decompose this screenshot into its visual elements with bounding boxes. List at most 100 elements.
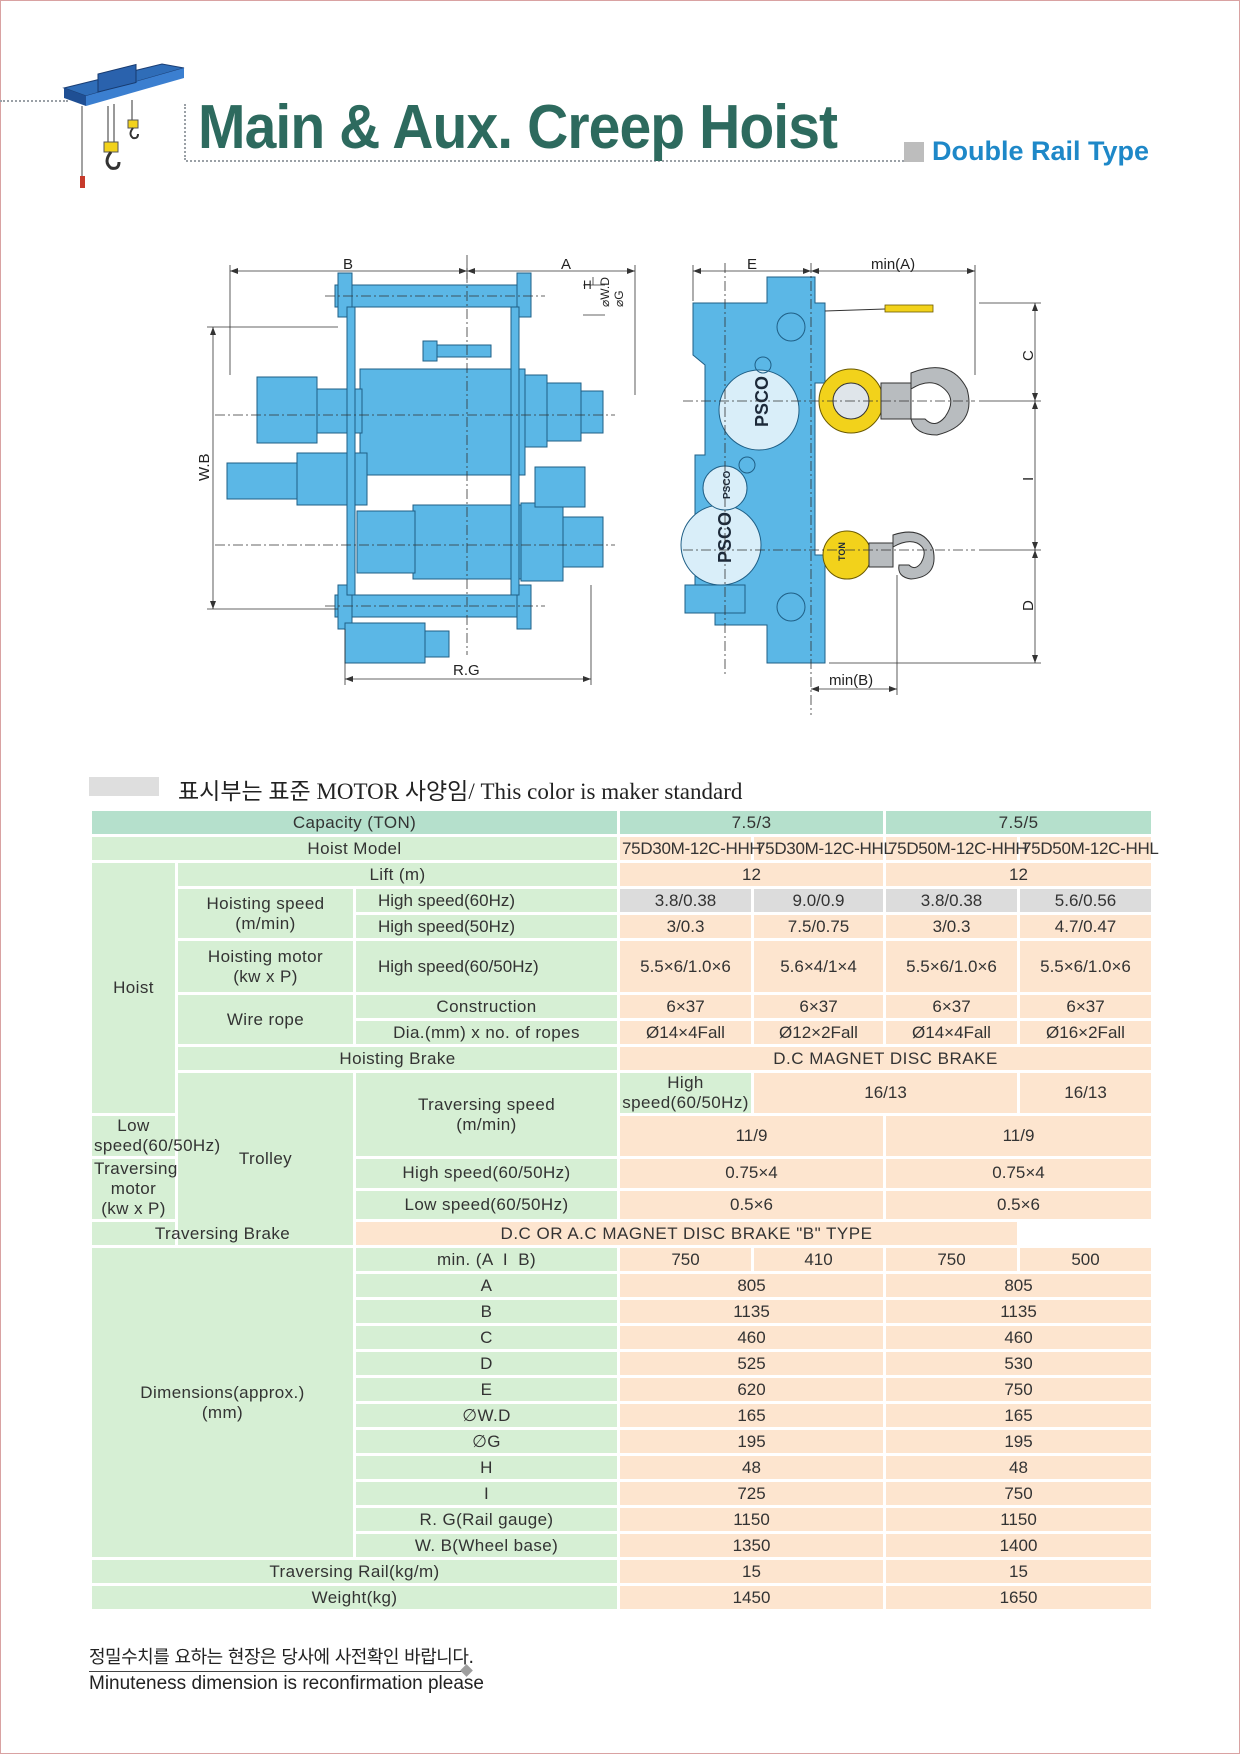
rail-value-2: 15 bbox=[883, 1557, 1155, 1586]
construction-value-4: 6×37 bbox=[1017, 992, 1155, 1021]
dim-rg-value-1: 1150 bbox=[617, 1505, 887, 1534]
hoisting-brake-label: Hoisting Brake bbox=[174, 1044, 621, 1073]
construction-label: Construction bbox=[352, 992, 621, 1021]
top-view-diagram: B A H ⌀W.D ⌀G W.B R.G bbox=[196, 255, 636, 685]
dim-e-label: E bbox=[352, 1375, 621, 1404]
side-dim-min-a-label: min(A) bbox=[871, 256, 915, 273]
top-dim-rg-label: R.G bbox=[453, 662, 480, 679]
dia-label: Dia.(mm) x no. of ropes bbox=[352, 1018, 621, 1047]
dim-g-value-2: 195 bbox=[883, 1427, 1155, 1456]
table-row-hoisting-motor: Hoisting motor (kw x P) High speed(60/50… bbox=[91, 938, 1155, 995]
traversing-motor-label: Traversing motor (kw x P) bbox=[89, 1156, 178, 1222]
dia-value-1: Ø14×4Fall bbox=[617, 1018, 755, 1047]
table-row-dia: Dia.(mm) x no. of ropes Ø14×4Fall Ø12×2F… bbox=[91, 1018, 1155, 1047]
table-row-min: Dimensions(approx.) (mm) min. (A I B) 75… bbox=[89, 1245, 1155, 1560]
top-dim-a-label: A bbox=[561, 256, 571, 273]
traversing-brake-value: D.C OR A.C MAGNET DISC BRAKE "B" TYPE bbox=[352, 1219, 1021, 1248]
hs50-value-2: 7.5/0.75 bbox=[751, 912, 887, 941]
min-value-2: 410 bbox=[751, 1245, 887, 1274]
table-row-construction: Wire rope Construction 6×37 6×37 6×37 6×… bbox=[91, 992, 1155, 1047]
hs50-value-3: 3/0.3 bbox=[883, 912, 1021, 941]
table-row-tm-low: Low speed(60/50Hz) 0.5×6 0.5×6 bbox=[91, 1187, 1155, 1222]
tm-low-value-1: 0.5×6 bbox=[617, 1187, 887, 1222]
min-value-3: 750 bbox=[883, 1245, 1021, 1274]
rail-label: Traversing Rail(kg/m) bbox=[88, 1557, 621, 1586]
dim-i-label: I bbox=[352, 1479, 621, 1508]
weight-value-2: 1650 bbox=[883, 1583, 1155, 1612]
dim-g-value-1: 195 bbox=[617, 1427, 887, 1456]
hs50-value-4: 4.7/0.47 bbox=[1017, 912, 1155, 941]
side-view-diagram: PSCO PSCO PSCO TON E bbox=[680, 256, 1041, 715]
dim-a-label: A bbox=[352, 1271, 621, 1300]
table-row-hoisting-brake: Hoisting Brake D.C MAGNET DISC BRAKE bbox=[91, 1044, 1155, 1073]
trolley-group-label: Trolley bbox=[175, 1070, 356, 1248]
table-row-dim-wd: ∅W.D 165 165 bbox=[91, 1401, 1155, 1430]
capacity-value-2: 7.5/5 bbox=[883, 808, 1155, 837]
footer-note-korean: 정밀수치를 요하는 현장은 당사에 사전확인 바랍니다. bbox=[89, 1647, 474, 1668]
header-dotted-rule-left bbox=[0, 100, 68, 102]
table-row-traversing-brake: Traversing Brake D.C OR A.C MAGNET DISC … bbox=[89, 1219, 1153, 1248]
lift-value-2: 12 bbox=[883, 860, 1155, 889]
side-dim-min-b-label: min(B) bbox=[829, 672, 873, 689]
subtitle-group: Double Rail Type bbox=[904, 136, 1149, 167]
side-dim-e-label: E bbox=[747, 256, 757, 273]
subtitle-square-icon bbox=[904, 141, 924, 162]
dia-value-2: Ø12×2Fall bbox=[751, 1018, 887, 1047]
dim-h-label: H bbox=[352, 1453, 621, 1482]
top-dim-b-label: B bbox=[343, 256, 353, 273]
min-label: min. (A I B) bbox=[352, 1245, 621, 1274]
dim-wb-value-2: 1400 bbox=[883, 1531, 1155, 1560]
footer-note-underline bbox=[89, 1671, 465, 1672]
top-dim-wd-label: ⌀W.D bbox=[598, 277, 612, 307]
construction-value-2: 6×37 bbox=[751, 992, 887, 1021]
hm-value-2: 5.6×4/1×4 bbox=[751, 938, 887, 995]
dim-b-value-1: 1135 bbox=[617, 1297, 887, 1326]
table-row-tm-high: Traversing motor (kw x P) High speed(60/… bbox=[89, 1156, 1155, 1222]
tm-low-value-2: 0.5×6 bbox=[883, 1187, 1155, 1222]
dim-c-value-2: 460 bbox=[883, 1323, 1155, 1352]
legend-note: 표시부는 표준 MOTOR 사양임/ This color is maker s… bbox=[178, 779, 743, 804]
dim-wd-label: ∅W.D bbox=[352, 1401, 621, 1430]
lift-label: Lift (m) bbox=[174, 860, 621, 889]
model-label: Hoist Model bbox=[88, 834, 621, 863]
dim-h-value-2: 48 bbox=[883, 1453, 1155, 1482]
hs60-value-2: 9.0/0.9 bbox=[751, 886, 887, 915]
dim-rg-value-2: 1150 bbox=[883, 1505, 1155, 1534]
dim-c-label: C bbox=[352, 1323, 621, 1352]
psco-mark-small: PSCO bbox=[722, 470, 733, 499]
tm-high-value-1: 0.75×4 bbox=[617, 1156, 887, 1191]
hm-label: High speed(60/50Hz) bbox=[352, 938, 621, 995]
model-2: 75D30M-12C-HHL bbox=[751, 834, 893, 863]
table-row-capacity: Capacity (TON) 7.5/3 7.5/5 bbox=[88, 808, 1155, 837]
model-4: 75D50M-12C-HHL bbox=[1017, 834, 1159, 863]
table-row-lift: Hoist Lift (m) 12 12 bbox=[89, 860, 1155, 1116]
hoist-group-label: Hoist bbox=[89, 860, 178, 1116]
table-row-dim-wb: W. B(Wheel base) 1350 1400 bbox=[91, 1531, 1155, 1560]
table-row-model: Hoist Model 75D30M-12C-HHH 75D30M-12C-HH… bbox=[88, 834, 1159, 863]
table-row-dim-b: B 1135 1135 bbox=[91, 1297, 1155, 1326]
dim-c-value-1: 460 bbox=[617, 1323, 887, 1352]
hs60-value-4: 5.6/0.56 bbox=[1017, 886, 1155, 915]
table-row-ts-high: Trolley Traversing speed (m/min) High sp… bbox=[91, 1070, 1155, 1248]
ts-low-value-1: 11/9 bbox=[617, 1113, 887, 1159]
table-row-weight: Weight(kg) 1450 1650 bbox=[88, 1583, 1155, 1612]
min-value-4: 500 bbox=[1017, 1245, 1155, 1274]
dia-value-3: Ø14×4Fall bbox=[883, 1018, 1021, 1047]
table-row-hoisting-speed-50: High speed(50Hz) 3/0.3 7.5/0.75 3/0.3 4.… bbox=[91, 912, 1155, 941]
spec-table: Capacity (TON) 7.5/3 7.5/5 Hoist Model 7… bbox=[88, 808, 1159, 1612]
footer-note-english: Minuteness dimension is reconfirmation p… bbox=[89, 1673, 484, 1694]
hm-value-3: 5.5×6/1.0×6 bbox=[883, 938, 1021, 995]
rail-value-1: 15 bbox=[617, 1557, 887, 1586]
model-1: 75D30M-12C-HHH bbox=[617, 834, 762, 863]
traversing-speed-label: Traversing speed (m/min) bbox=[352, 1070, 621, 1159]
side-dim-d-label: D bbox=[1020, 600, 1037, 611]
traversing-brake-label: Traversing Brake bbox=[89, 1219, 356, 1248]
table-row-dim-g: ∅G 195 195 bbox=[91, 1427, 1155, 1456]
tm-low-label: Low speed(60/50Hz) bbox=[352, 1187, 621, 1222]
dim-a-value-1: 805 bbox=[617, 1271, 887, 1300]
table-row-dim-c: C 460 460 bbox=[91, 1323, 1155, 1352]
model-3: 75D50M-12C-HHH bbox=[883, 834, 1028, 863]
table-row-rail: Traversing Rail(kg/m) 15 15 bbox=[88, 1557, 1155, 1586]
construction-value-3: 6×37 bbox=[883, 992, 1021, 1021]
dim-wd-value-2: 165 bbox=[883, 1401, 1155, 1430]
